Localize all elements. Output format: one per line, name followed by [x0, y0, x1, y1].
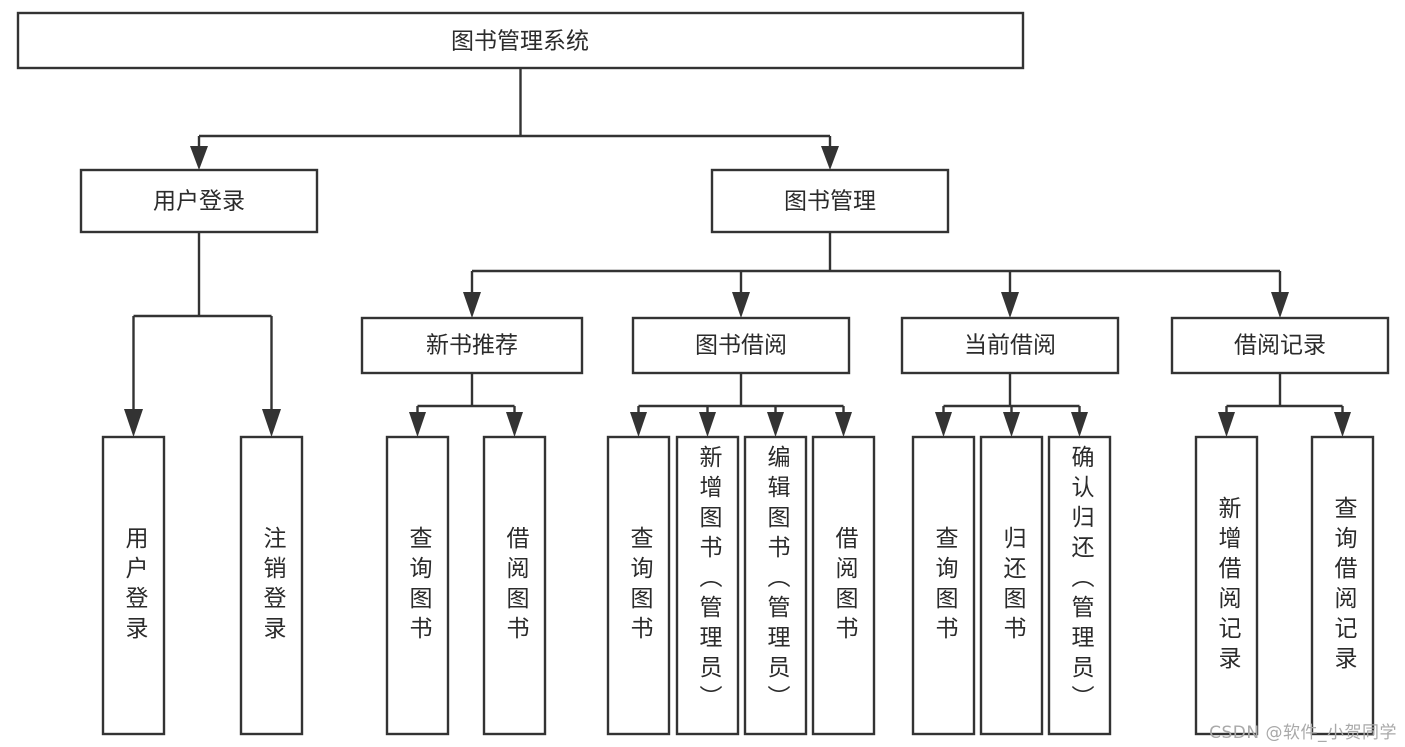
- node-new-book-recommend-label: 新书推荐: [426, 333, 518, 359]
- arrow-to-leaf-confirm-return-admin: [1071, 412, 1088, 437]
- leaf-query-book-3-box[interactable]: [911, 435, 976, 736]
- node-root-label: 图书管理系统: [451, 29, 589, 55]
- leaf-add-borrow-record-box[interactable]: [1194, 435, 1259, 736]
- node-root[interactable]: 图书管理系统: [16, 11, 1025, 70]
- watermark-text: CSDN @软件_小贺同学: [1209, 723, 1397, 743]
- arrow-to-user-login: [190, 146, 208, 170]
- arrow-to-leaf-query-book-2: [630, 412, 647, 437]
- arrow-to-book-borrow: [732, 292, 750, 318]
- node-book-manage[interactable]: 图书管理: [710, 168, 950, 234]
- node-new-book-recommend-box[interactable]: [360, 316, 584, 375]
- node-root-box[interactable]: [16, 11, 1025, 70]
- node-current-borrow-label: 当前借阅: [964, 333, 1056, 359]
- arrow-to-leaf-add-borrow-record: [1218, 412, 1235, 437]
- leaf-borrow-book-1-box[interactable]: [482, 435, 547, 736]
- leaf-add-book-admin-box[interactable]: [675, 435, 740, 736]
- arrow-to-leaf-query-book-1: [409, 412, 426, 437]
- node-book-manage-label: 图书管理: [784, 189, 876, 215]
- leaf-query-book-2-box[interactable]: [606, 435, 671, 736]
- arrow-to-borrow-record: [1271, 292, 1289, 318]
- arrow-to-leaf-borrow-book-2: [835, 412, 852, 437]
- leaf-query-book-1-box[interactable]: [385, 435, 450, 736]
- arrow-to-current-borrow: [1001, 292, 1019, 318]
- arrow-to-leaf-logout-login: [262, 409, 281, 437]
- arrow-to-book-manage: [821, 146, 839, 170]
- arrow-to-leaf-add-book-admin: [699, 412, 716, 437]
- node-new-book-recommend[interactable]: 新书推荐: [360, 316, 584, 375]
- leaf-confirm-return-admin-box[interactable]: [1047, 435, 1112, 736]
- arrow-to-leaf-query-book-3: [935, 412, 952, 437]
- arrow-to-new-book-recommend: [463, 292, 481, 318]
- node-user-login-box[interactable]: [79, 168, 319, 234]
- node-book-borrow-box[interactable]: [631, 316, 851, 375]
- arrow-to-leaf-user-login: [124, 409, 143, 437]
- arrow-to-leaf-return-book: [1003, 412, 1020, 437]
- node-borrow-record[interactable]: 借阅记录: [1170, 316, 1390, 375]
- node-user-login[interactable]: 用户登录: [79, 168, 319, 234]
- leaf-edit-book-admin-box[interactable]: [743, 435, 808, 736]
- arrow-to-leaf-query-borrow-record: [1334, 412, 1351, 437]
- arrow-to-leaf-edit-book-admin: [767, 412, 784, 437]
- leaf-node-group: [101, 435, 1375, 736]
- node-borrow-record-label: 借阅记录: [1234, 333, 1326, 359]
- node-book-borrow[interactable]: 图书借阅: [631, 316, 851, 375]
- leaf-user-login-box[interactable]: [101, 435, 166, 736]
- node-current-borrow[interactable]: 当前借阅: [900, 316, 1120, 375]
- node-user-login-label: 用户登录: [153, 189, 245, 215]
- node-borrow-record-box[interactable]: [1170, 316, 1390, 375]
- node-book-manage-box[interactable]: [710, 168, 950, 234]
- leaf-borrow-book-2-box[interactable]: [811, 435, 876, 736]
- leaf-query-borrow-record-box[interactable]: [1310, 435, 1375, 736]
- arrow-to-leaf-borrow-book-1: [506, 412, 523, 437]
- node-book-borrow-label: 图书借阅: [695, 333, 787, 359]
- node-current-borrow-box[interactable]: [900, 316, 1120, 375]
- connector-layer: [124, 68, 1351, 437]
- leaf-return-book-box[interactable]: [979, 435, 1044, 736]
- leaf-logout-login-box[interactable]: [239, 435, 304, 736]
